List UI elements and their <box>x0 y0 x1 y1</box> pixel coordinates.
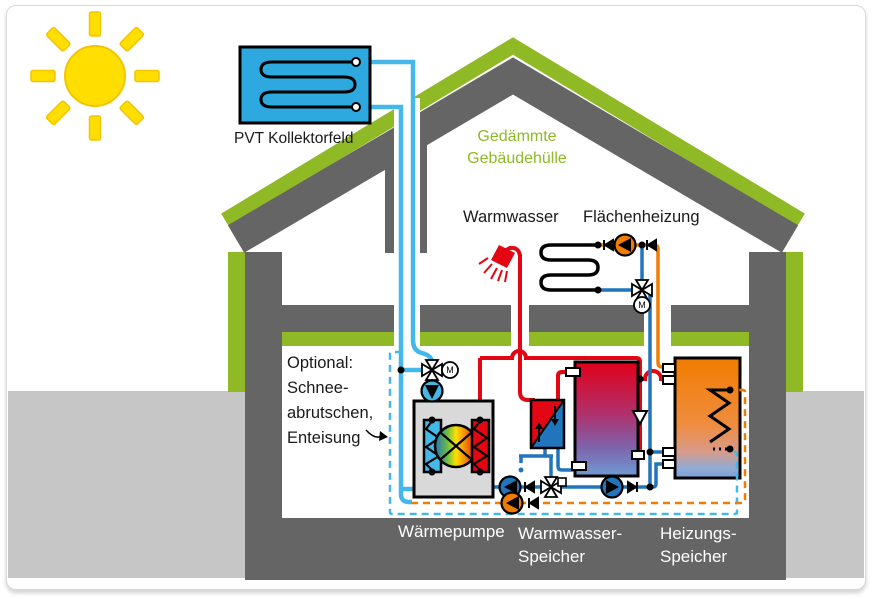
optional-label-line1: Optional: <box>287 354 354 372</box>
pvt-collector-panel <box>238 45 372 125</box>
collector-field-label: PVT Kollektorfeld <box>234 130 354 147</box>
compressor-icon <box>433 423 479 469</box>
optional-label: Optional: Schnee- abrutschen, Enteisung <box>287 351 373 451</box>
tank-ports <box>565 363 676 471</box>
floor-heating-coil <box>539 243 600 292</box>
optional-label-line3: abrutschen, <box>287 404 374 422</box>
heat-pump-label: Wärmepumpe <box>398 522 505 541</box>
motor-label: M <box>638 300 646 310</box>
envelope-label: Gedämmte Gebäudehülle <box>437 126 597 170</box>
zone-valve-dhw <box>540 476 567 498</box>
heating-storage-label: Heizungs- Speicher <box>660 522 737 568</box>
optional-annotation-arrow <box>365 429 388 441</box>
roof-insulation <box>221 37 805 227</box>
pump-buffer-charge <box>600 475 624 499</box>
motor-label: M <box>446 365 454 375</box>
wall-insulation <box>228 252 803 392</box>
roof-structure <box>227 57 799 253</box>
basement-structure <box>245 252 786 580</box>
dhw-storage-label-line2: Speicher <box>518 547 586 566</box>
condenser <box>470 418 491 474</box>
deicing-warm-line <box>411 388 747 505</box>
hot-water-label: Warmwasser <box>463 208 559 226</box>
optional-label-line2: Schnee- <box>287 379 349 397</box>
roof <box>221 37 805 253</box>
pump-floor-heating <box>613 233 637 257</box>
optional-deicing-loop <box>388 350 739 516</box>
heating-storage-label-line1: Heizungs- <box>660 524 737 543</box>
pump-collector <box>420 379 444 403</box>
surface-heating-label: Flächenheizung <box>583 208 700 226</box>
dhw-storage-label: Warmwasser- Speicher <box>518 522 622 568</box>
sun-icon <box>30 11 160 141</box>
ground <box>8 391 864 578</box>
heat-pump-unit <box>412 399 495 499</box>
envelope-label-line1: Gedämmte <box>477 128 557 145</box>
gravity-check-valve-icon <box>631 410 649 427</box>
pump-deicing <box>500 491 524 515</box>
shower-icon <box>478 245 515 283</box>
motor-valve-icon <box>441 361 459 379</box>
motor-valve-icon <box>633 296 651 314</box>
buffer-tank <box>673 356 742 480</box>
plate-heat-exchanger <box>529 398 566 450</box>
optional-label-line4: Enteisung <box>287 429 361 447</box>
buffer-tank-coil <box>705 388 732 451</box>
collector-coil <box>259 60 357 109</box>
check-valve-icons <box>524 238 657 510</box>
mixing-valve-floor-heating: M <box>631 279 653 314</box>
envelope-label-line2: Gebäudehülle <box>467 150 567 167</box>
mixing-valve-collector: M <box>421 359 459 381</box>
dhw-storage-label-line1: Warmwasser- <box>518 524 623 543</box>
heating-storage-label-line2: Speicher <box>660 547 728 566</box>
tap-drip <box>518 467 524 473</box>
dhw-tank <box>573 360 640 478</box>
junction-dots <box>397 241 734 491</box>
